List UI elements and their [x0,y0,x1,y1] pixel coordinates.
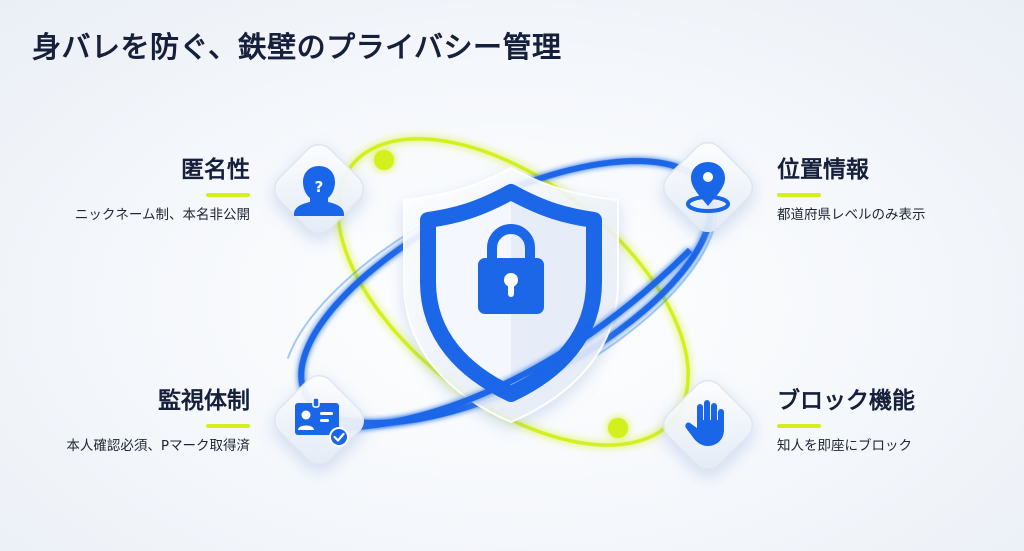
verified-id-card-icon [295,397,349,447]
anonymous-user-icon: ? [294,166,344,216]
feature-title: 位置情報 [777,157,869,183]
accent-underline [206,193,250,197]
feature-subtitle: 知人を即座にブロック [777,438,912,454]
feature-anonymity: 匿名性 ニックネーム制、本名非公開 [10,155,250,224]
stop-hand-icon [685,400,724,446]
page-title: 身バレを防ぐ、鉄壁のプライバシー管理 [32,30,562,64]
feature-title: 匿名性 [181,157,250,183]
feature-monitoring: 監視体制 本人確認必須、Pマーク取得済 [10,386,250,455]
green-node-dot [608,418,628,438]
svg-text:?: ? [315,178,324,196]
feature-blocking: ブロック機能 知人を即座にブロック [777,386,1017,455]
location-pin-icon [686,162,730,213]
feature-subtitle: 都道府県レベルのみ表示 [777,207,926,223]
feature-subtitle: ニックネーム制、本名非公開 [74,207,250,223]
green-node-dot [374,150,394,170]
blue-orbit-front [329,247,693,432]
feature-title: 監視体制 [158,388,250,414]
feature-title: ブロック機能 [777,388,915,414]
accent-underline [206,424,250,428]
accent-underline [777,193,821,197]
accent-underline [777,424,821,428]
feature-location: 位置情報 都道府県レベルのみ表示 [777,155,1017,224]
feature-subtitle: 本人確認必須、Pマーク取得済 [66,438,250,454]
shield-lock-icon [403,166,619,424]
